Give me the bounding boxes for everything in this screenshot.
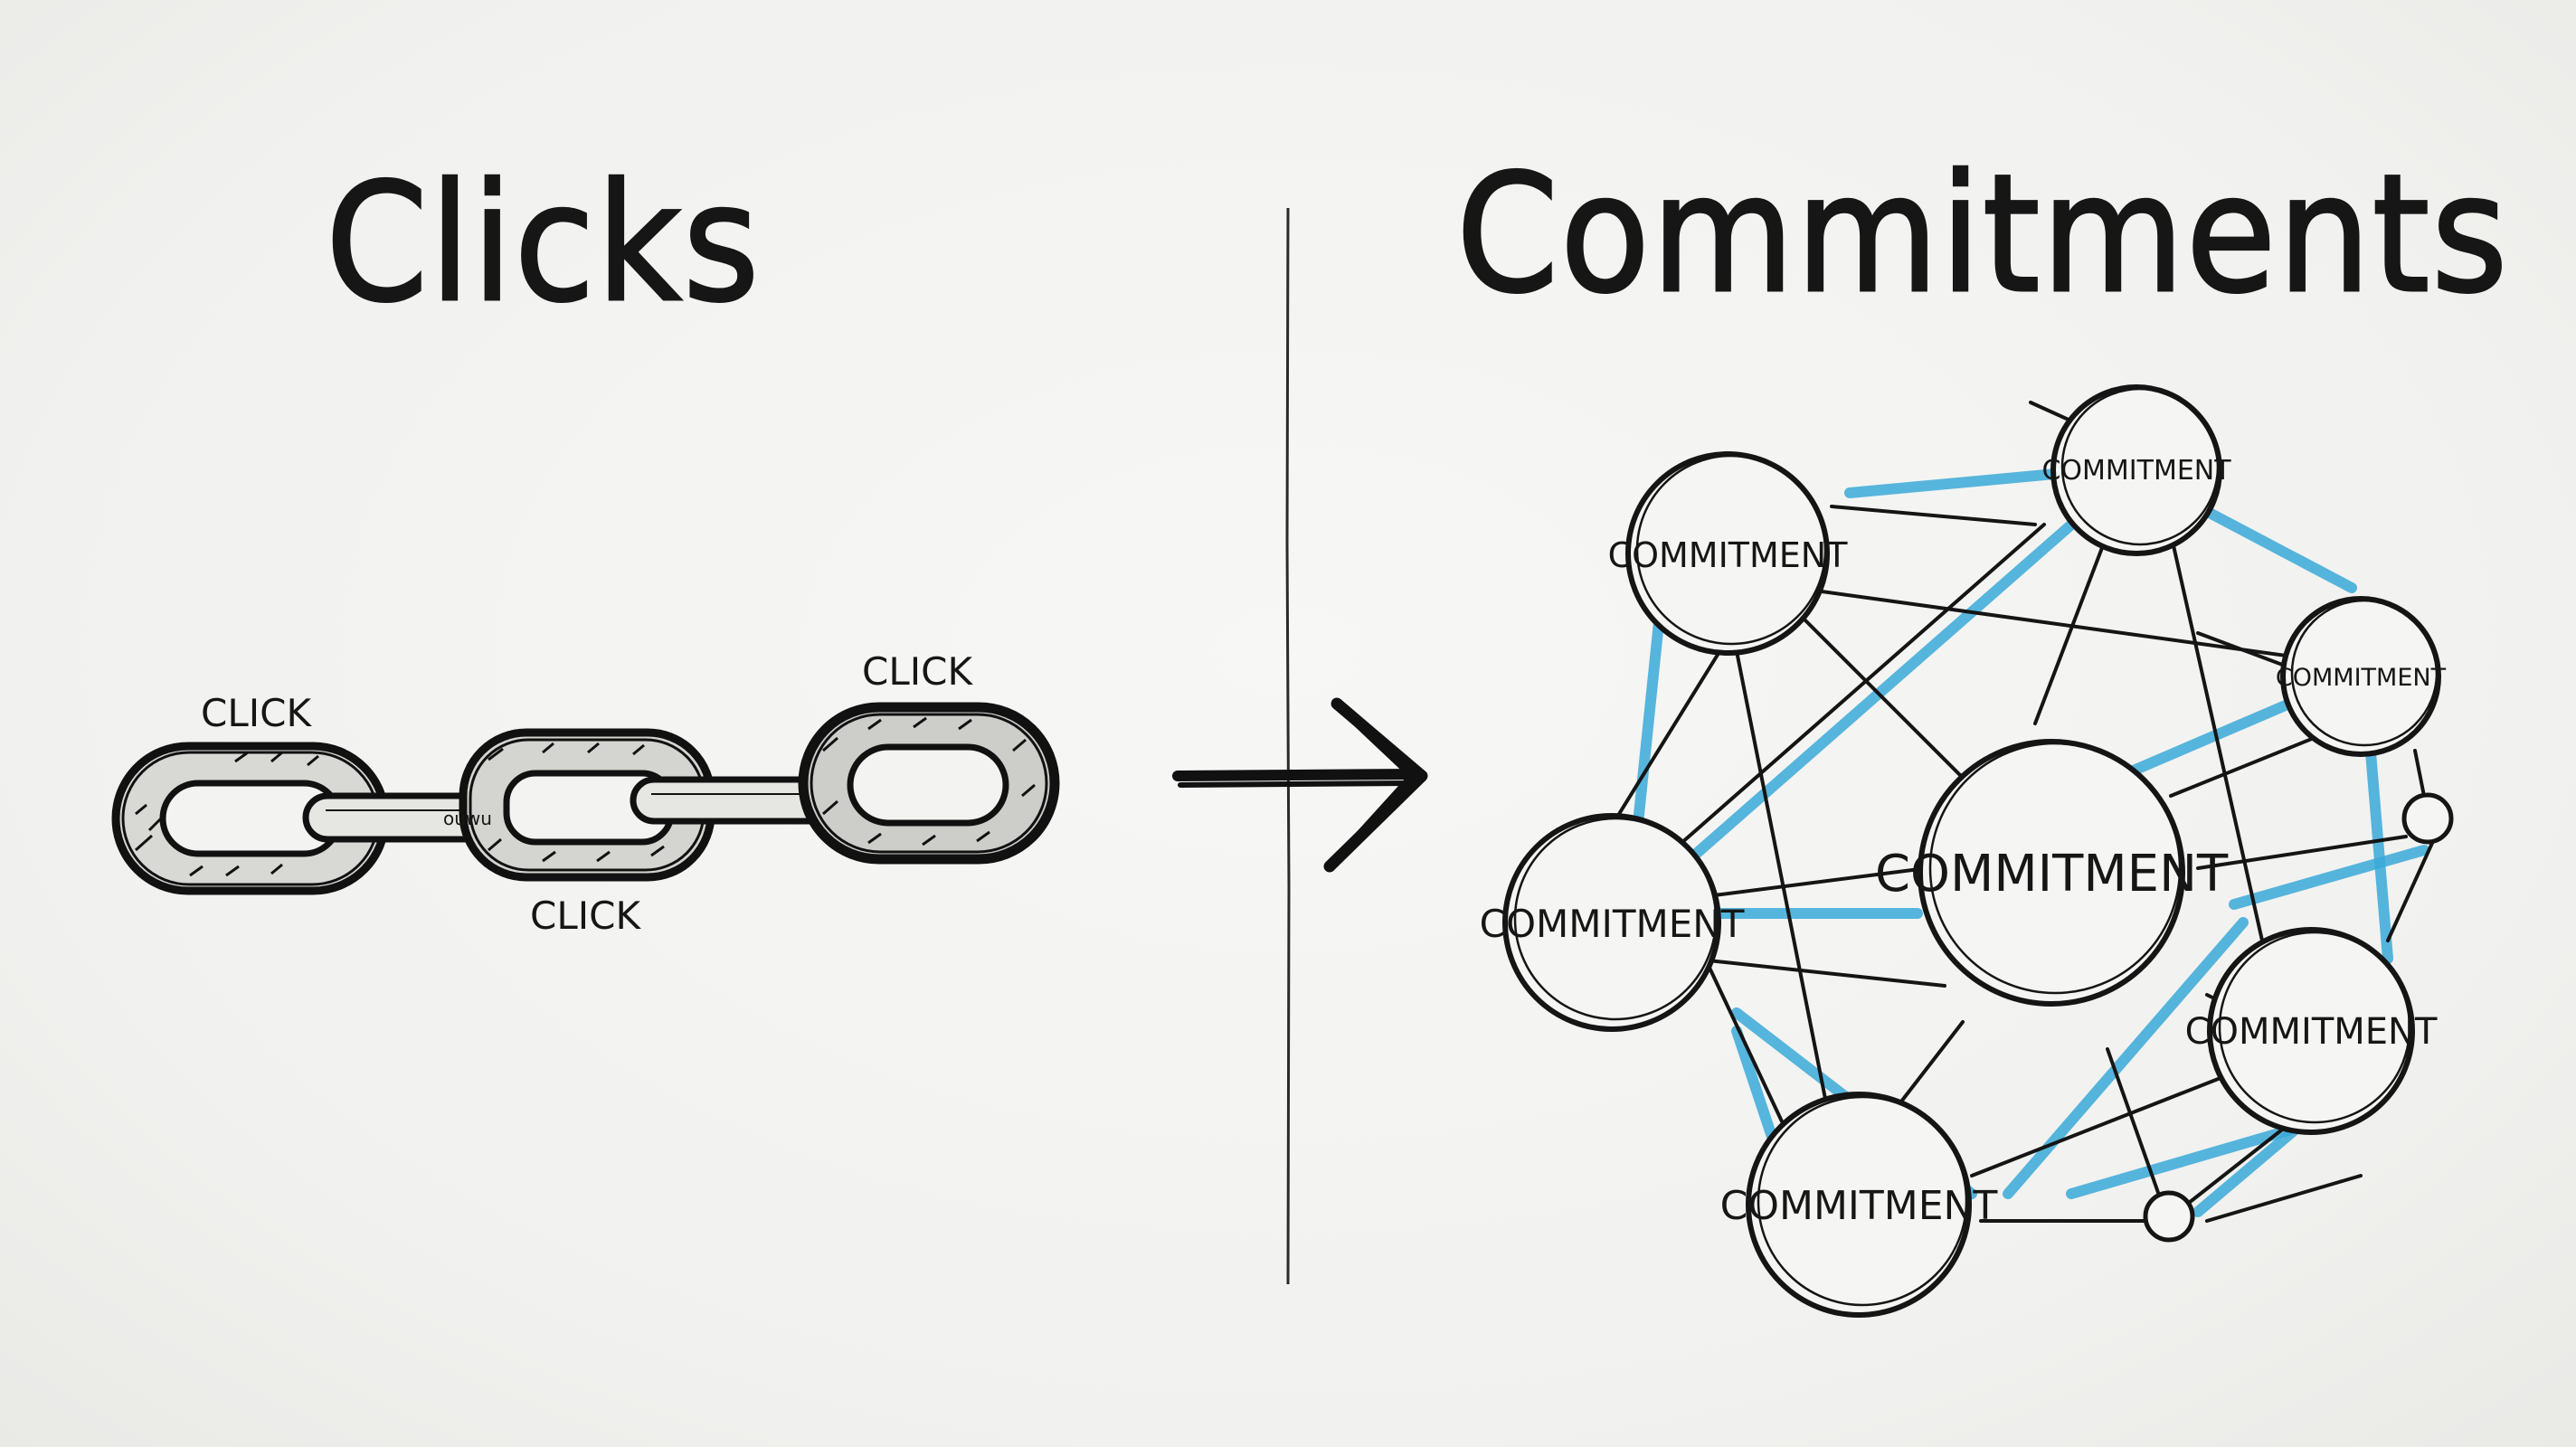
network-node-n1: COMMITMENT	[1608, 451, 1849, 656]
network-node-n7: COMMITMENT	[1720, 1092, 1998, 1318]
node-label-n4: COMMITMENT	[1875, 845, 2229, 903]
node-label-n2: COMMITMENT	[2041, 455, 2231, 487]
divider-line	[1285, 207, 1291, 1285]
network-node-n3: COMMITMENT	[2276, 596, 2447, 757]
chain-link-3	[798, 702, 1060, 865]
chain-label-click-1: CLICK	[201, 691, 312, 735]
network-node-n9	[2143, 1190, 2195, 1243]
node-label-n1: COMMITMENT	[1608, 535, 1849, 575]
chain-icon: CLICK CLICK CLICK ouwu	[111, 649, 1060, 938]
network-node-n5: COMMITMENT	[1480, 813, 1745, 1032]
network-edges	[1617, 401, 2435, 1223]
network-node-n4: COMMITMENT	[1875, 739, 2229, 1007]
chain-link-2	[459, 728, 715, 882]
chain-label-click-3: CLICK	[862, 649, 973, 694]
network-node-n8	[2401, 792, 2454, 845]
network-nodes: COMMITMENT COMMITMENT COMMITMENT COMMITM…	[1480, 384, 2454, 1318]
network-node-n6: COMMITMENT	[2185, 927, 2438, 1135]
chain-label-click-2: CLICK	[530, 894, 641, 938]
chain-link-scribble: ouwu	[443, 808, 492, 829]
node-label-n6: COMMITMENT	[2185, 1011, 2438, 1053]
node-label-n5: COMMITMENT	[1480, 902, 1745, 946]
title-clicks: Clicks	[325, 149, 762, 338]
arrow-icon	[1172, 697, 1428, 873]
title-commitments: Commitments	[1455, 140, 2510, 329]
node-label-n3: COMMITMENT	[2276, 664, 2447, 692]
network-node-n2: COMMITMENT	[2041, 384, 2231, 556]
node-label-n7: COMMITMENT	[1720, 1183, 1998, 1229]
